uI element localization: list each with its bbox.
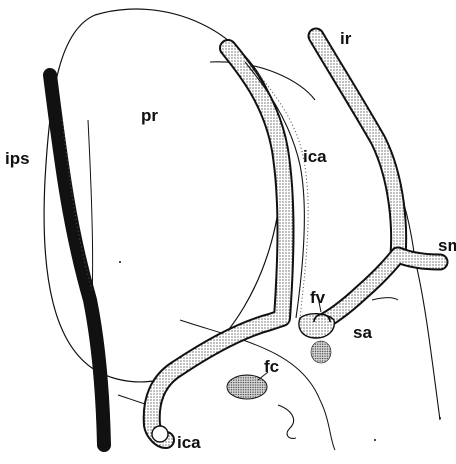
label-fc: fc bbox=[264, 358, 279, 375]
label-sa: sa bbox=[353, 324, 372, 341]
dot-1 bbox=[119, 261, 121, 263]
label-ips: ips bbox=[5, 150, 30, 167]
ica-end-cap bbox=[152, 426, 168, 442]
sa-side-line bbox=[372, 298, 398, 300]
dot-2 bbox=[374, 439, 376, 441]
ips-vessel bbox=[50, 75, 104, 445]
label-sm: sm bbox=[438, 237, 456, 254]
dot-3 bbox=[439, 417, 441, 419]
label-fv: fv bbox=[310, 289, 325, 306]
label-pr: pr bbox=[141, 107, 158, 124]
label-ir: ir bbox=[340, 30, 351, 47]
ica-base-line bbox=[118, 395, 148, 405]
sa-stipple-patch bbox=[311, 341, 331, 363]
ica-vessel-fill bbox=[152, 48, 286, 440]
small-squiggle bbox=[278, 405, 296, 438]
label-ica-lower: ica bbox=[177, 434, 201, 451]
ir-vessel-fill bbox=[316, 36, 399, 255]
fc-shape bbox=[227, 375, 267, 399]
label-ica-upper: ica bbox=[303, 148, 327, 165]
